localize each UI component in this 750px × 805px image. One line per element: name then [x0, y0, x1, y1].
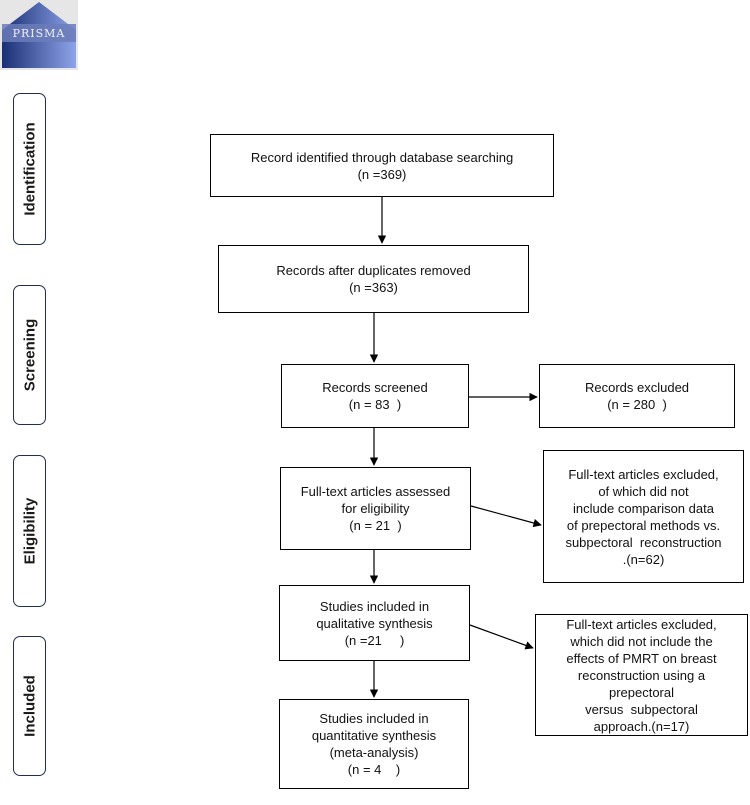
box-line: .(n=62) [622, 551, 665, 567]
box-records-screened: Records screened (n = 83 ) [281, 364, 469, 428]
box-line: for eligibility [341, 501, 410, 516]
box-line: include comparison data [573, 500, 714, 516]
box-line: (n = 4 ) [347, 762, 401, 777]
box-line: Records screened [322, 380, 428, 395]
box-line: (n = 21 ) [349, 518, 402, 533]
phase-included: Included [13, 636, 46, 776]
prisma-logo: PRISMA [0, 0, 78, 70]
box-qualitative-synthesis: Studies included in qualitative synthesi… [279, 585, 470, 661]
box-fulltext-excluded-pmrt: Full-text articles excluded, which did n… [535, 614, 748, 736]
phase-eligibility: Eligibility [13, 455, 46, 607]
box-quantitative-synthesis: Studies included in quantitative synthes… [279, 699, 469, 789]
box-line: Studies included in [319, 598, 430, 614]
box-line: quantitative synthesis [311, 728, 437, 743]
box-line: versus subpectoral [585, 701, 698, 717]
logo-text: PRISMA [12, 27, 66, 40]
box-records-identified: Record identified through database searc… [210, 134, 554, 197]
phase-identification: Identification [13, 93, 46, 245]
arrow-qualitative-to-excluded-2 [469, 624, 534, 650]
box-line: Records after duplicates removed [276, 263, 471, 278]
box-line: of prepectoral methods vs. [566, 517, 721, 533]
box-line: reconstruction using a [577, 667, 706, 683]
box-duplicates-removed: Records after duplicates removed (n =363… [218, 245, 529, 313]
box-line: Full-text articles assessed [300, 484, 451, 499]
box-line: Full-text articles excluded, [568, 466, 719, 482]
box-line: effects of PMRT on breast [566, 650, 717, 666]
box-line: (n =369) [357, 166, 407, 182]
box-line: (n = 280 ) [607, 397, 667, 412]
box-line: (n = 83 ) [348, 397, 402, 412]
box-line: of which did not [598, 483, 689, 499]
prisma-logo-graphic [2, 2, 76, 68]
box-line: Full-text articles excluded, [566, 616, 717, 632]
box-line: Records excluded [584, 380, 690, 395]
box-line: which did not include the [570, 633, 713, 649]
box-line: qualitative synthesis [316, 615, 433, 631]
box-fulltext-assessed: Full-text articles assessed for eligibil… [280, 467, 471, 550]
arrow-assessed-to-excluded-1 [470, 505, 542, 528]
box-fulltext-excluded-comparison: Full-text articles excluded, of which di… [543, 450, 744, 583]
box-line: (meta-analysis) [329, 745, 419, 760]
box-line: Record identified through database searc… [250, 149, 514, 165]
phase-screening: Screening [13, 285, 46, 425]
box-line: Studies included in [319, 711, 429, 726]
box-line: (n =21 ) [344, 632, 405, 648]
box-line: prepectoral [608, 684, 675, 700]
box-records-excluded: Records excluded (n = 280 ) [539, 364, 735, 428]
box-line: subpectoral reconstruction [565, 534, 722, 550]
box-line: (n =363) [349, 280, 398, 295]
box-line: approach.(n=17) [593, 718, 690, 734]
